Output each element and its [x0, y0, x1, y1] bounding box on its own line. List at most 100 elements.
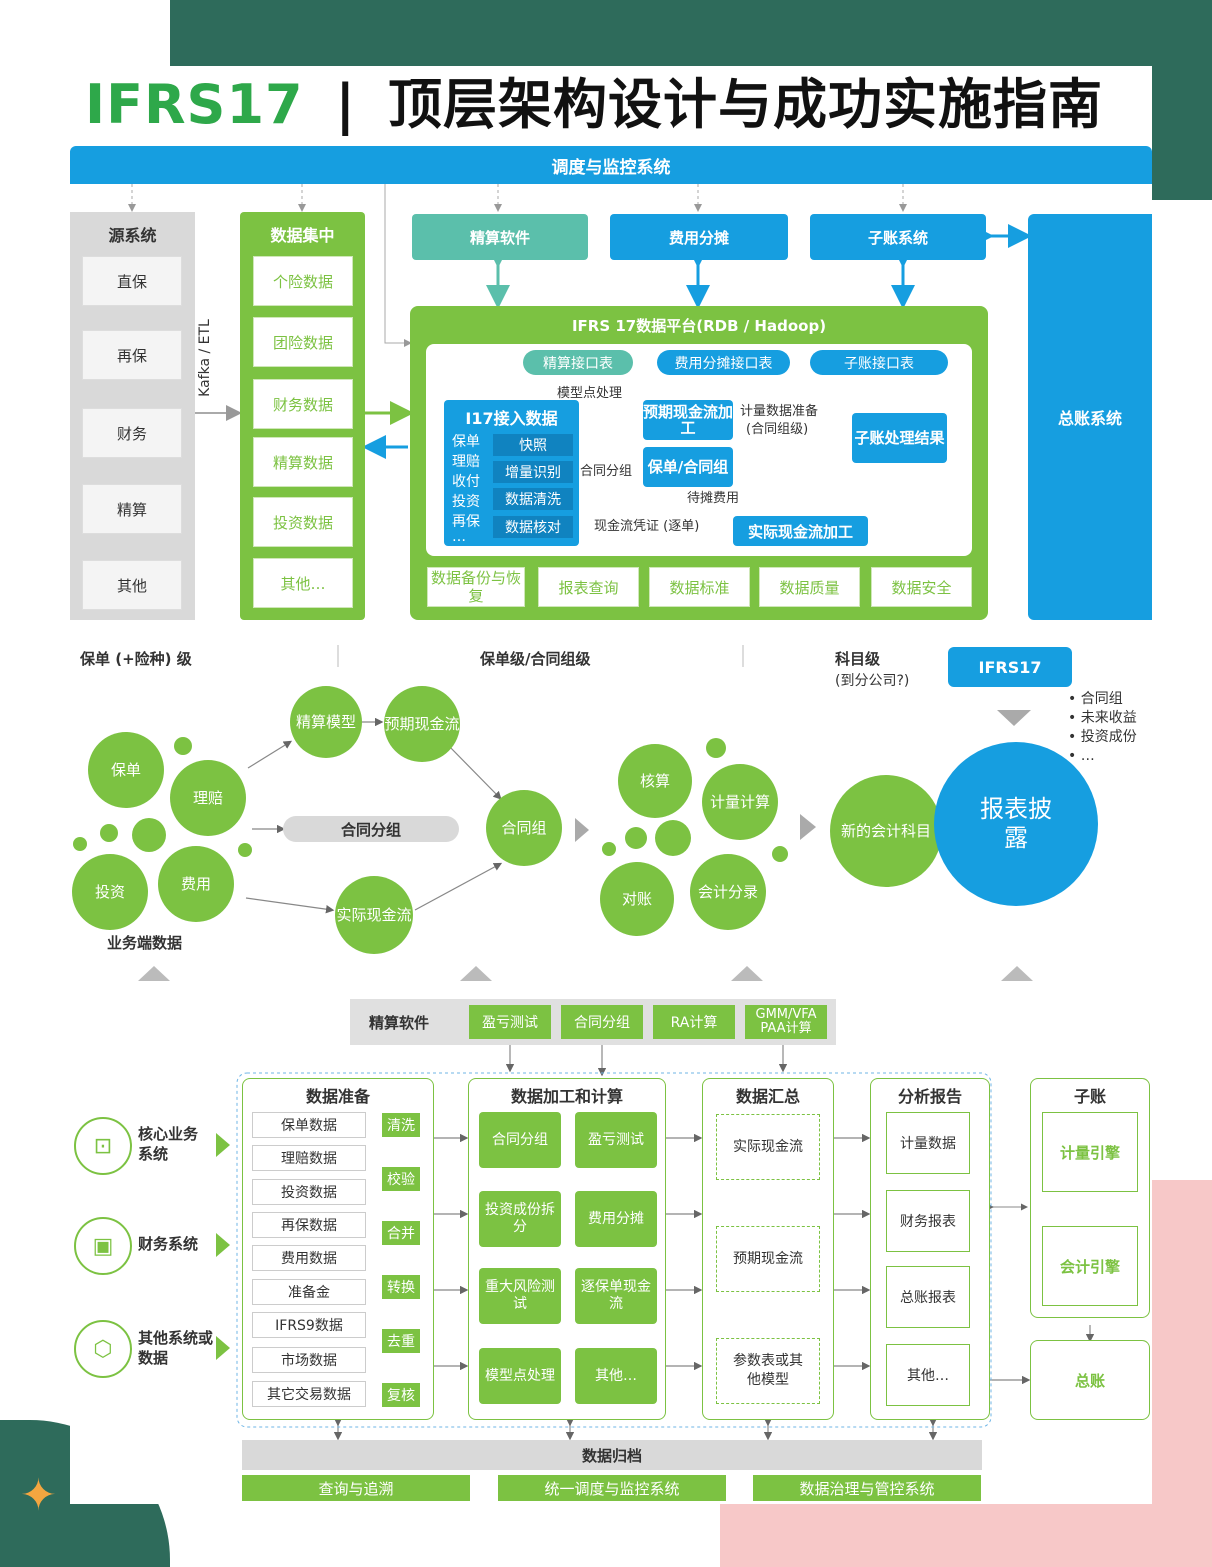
hub-item-individual: 个险数据	[253, 256, 353, 306]
expected-cashflow-box: 预期现金流加工	[643, 400, 733, 440]
platform-data-security: 数据安全	[871, 567, 972, 607]
level-policy-group: 保单级/合同组级	[480, 650, 591, 668]
i17-left-1: 理赔	[452, 454, 480, 470]
report-measure-data: 计量数据	[886, 1112, 970, 1174]
i17-left-0: 保单	[452, 434, 480, 450]
actuarial-interface-table: 精算接口表	[523, 350, 633, 375]
label-allocation: 待摊费用	[687, 491, 740, 506]
platform-report-query: 报表查询	[538, 567, 639, 607]
circle-accounting: 核算	[618, 744, 692, 818]
prep-tag-clean: 清洗	[382, 1113, 420, 1137]
chevron-right-icon	[216, 1233, 230, 1257]
chevron-right-icon	[575, 818, 589, 842]
actuarial-software-box: 精算软件	[412, 214, 588, 260]
core-system-label: 核心业务系统	[138, 1125, 199, 1164]
proc-other: 其他…	[575, 1348, 657, 1404]
bg-shape-top	[170, 0, 1212, 70]
i17-cleansing: 数据清洗	[493, 488, 573, 510]
prep-tag-dedupe: 去重	[382, 1329, 420, 1353]
i17-left-3: 投资	[452, 494, 480, 510]
dot-1	[174, 737, 192, 755]
prep-tag-verify: 校验	[382, 1167, 420, 1191]
actual-cashflow-box: 实际现金流加工	[733, 516, 868, 546]
hub-item-finance: 财务数据	[253, 379, 353, 429]
footer-scheduling: 统一调度与监控系统	[498, 1475, 726, 1501]
i17-left-list: 保单 理赔 收付 投资 再保 …	[452, 432, 492, 544]
dot-10	[772, 846, 788, 862]
general-ledger: 总账	[1030, 1340, 1150, 1420]
accounting-engine: 会计引擎	[1042, 1226, 1138, 1306]
subledger-box: 子账系统	[810, 214, 986, 260]
prep-item-6: IFRS9数据	[252, 1312, 366, 1338]
title-main: 顶层架构设计与成功实施指南	[387, 73, 1103, 136]
dot-6	[706, 738, 726, 758]
platform-data-standard: 数据标准	[649, 567, 750, 607]
report-gl: 总账报表	[886, 1266, 970, 1328]
report-financial: 财务报表	[886, 1190, 970, 1252]
data-processing-head: 数据加工和计算	[510, 1087, 623, 1106]
label-voucher: 现金流凭证 (逐单)	[594, 519, 700, 534]
measure-engine: 计量引擎	[1042, 1112, 1138, 1192]
up-triangle-icon	[138, 966, 170, 981]
finance-system-icon: ▣	[74, 1217, 132, 1275]
prep-tag-review: 复核	[382, 1383, 420, 1407]
proc-risk-test: 重大风险测试	[479, 1268, 561, 1324]
star-icon: ✦	[20, 1470, 57, 1521]
summary-actual-cf: 实际现金流	[716, 1114, 820, 1180]
kafka-etl-label: Kafka / ETL	[197, 319, 213, 397]
prep-item-8: 其它交易数据	[252, 1381, 366, 1407]
circle-actual-cf: 实际现金流	[335, 876, 413, 954]
hub-item-other: 其他…	[253, 558, 353, 608]
platform-data-quality: 数据质量	[759, 567, 860, 607]
source-item-actuarial: 精算	[82, 484, 182, 534]
scheduling-monitor-bar: 调度与监控系统	[70, 146, 1152, 184]
circle-reconcile: 对账	[600, 862, 674, 936]
footer-query: 查询与追溯	[242, 1475, 470, 1501]
circle-policy: 保单	[88, 732, 164, 808]
prep-item-2: 投资数据	[252, 1179, 366, 1205]
policy-group-box: 保单/合同组	[643, 447, 733, 487]
proc-grouping: 合同分组	[479, 1112, 561, 1168]
proc-profit-test: 盈亏测试	[575, 1112, 657, 1168]
bg-shape-bottomright	[720, 1500, 1212, 1567]
hub-item-group: 团险数据	[253, 317, 353, 367]
down-triangle-icon	[997, 710, 1031, 726]
i17-snapshot: 快照	[493, 434, 573, 456]
bullet-3: • …	[1068, 748, 1095, 764]
footer-governance: 数据治理与管控系统	[753, 1475, 981, 1501]
finance-system-label: 财务系统	[138, 1235, 199, 1253]
data-archive-bar: 数据归档	[242, 1440, 982, 1470]
label-grouping: 合同分组	[580, 464, 633, 479]
proc-invest-split: 投资成份拆分	[479, 1191, 561, 1247]
dot-2	[100, 824, 118, 842]
actsoft-ra: RA计算	[653, 1005, 735, 1039]
prep-item-7: 市场数据	[252, 1347, 366, 1373]
prep-item-0: 保单数据	[252, 1112, 366, 1138]
summary-parameters: 参数表或其他模型	[716, 1338, 820, 1404]
bullet-1: • 未来收益	[1068, 710, 1137, 726]
circle-investment: 投资	[72, 854, 148, 930]
bullet-2: • 投资成份	[1068, 729, 1137, 745]
page-title: IFRS17 | 顶层架构设计与成功实施指南	[85, 70, 1155, 140]
subledger-result-box: 子账处理结果	[852, 413, 947, 463]
circle-actuarial-model: 精算模型	[290, 686, 362, 758]
source-system-head: 源系统	[108, 226, 157, 245]
prep-item-5: 准备金	[252, 1279, 366, 1305]
prep-item-4: 费用数据	[252, 1245, 366, 1271]
contract-grouping-bar: 合同分组	[283, 816, 459, 842]
circle-claim: 理赔	[170, 760, 246, 836]
other-system-icon: ⬡	[74, 1320, 132, 1378]
general-ledger-box: 总账系统	[1028, 214, 1152, 620]
label-measure-group: (合同组级)	[746, 422, 809, 437]
bg-shape-topright	[1150, 0, 1212, 200]
source-item-direct: 直保	[82, 256, 182, 306]
cost-allocation-box: 费用分摊	[610, 214, 788, 260]
subledger-head: 子账	[1073, 1087, 1106, 1106]
source-item-finance: 财务	[82, 408, 182, 458]
cost-interface-table: 费用分摊接口表	[657, 350, 790, 375]
dot-4	[73, 837, 87, 851]
analysis-report-head: 分析报告	[897, 1087, 962, 1106]
proc-cost-alloc: 费用分摊	[575, 1191, 657, 1247]
source-item-reinsurance: 再保	[82, 330, 182, 380]
ifrs17-tag: IFRS17	[948, 647, 1072, 687]
